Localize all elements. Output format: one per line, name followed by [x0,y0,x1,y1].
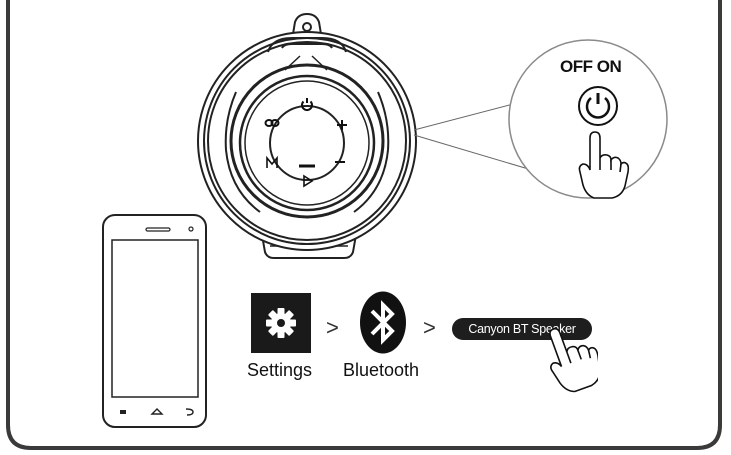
power-icon [301,98,313,111]
off-on-label: OFF ON [560,57,622,76]
bluetooth-icon [360,291,406,354]
hand-pointer-icon [549,327,598,393]
step-arrow: > [326,315,339,340]
link-icon [264,119,280,127]
step-arrow: > [423,315,436,340]
power-switch-callout [508,39,668,199]
settings-app-icon[interactable] [251,293,311,353]
settings-label: Settings [247,360,313,380]
home-icon [150,408,164,415]
gear-icon [266,308,296,338]
menu-icon [120,410,126,414]
back-icon [185,408,194,416]
power-button-icon [578,86,618,126]
bluetooth-label: Bluetooth [343,360,420,380]
panel-border [6,0,722,450]
hand-pointer-icon [578,131,630,199]
speaker-buttons [264,98,347,188]
speaker-illustration [197,12,417,259]
play-icon [303,174,314,188]
smartphone [102,214,207,428]
bluetooth-app-icon[interactable] [359,291,407,354]
mode-icon [266,155,278,168]
plus-icon [337,120,347,130]
